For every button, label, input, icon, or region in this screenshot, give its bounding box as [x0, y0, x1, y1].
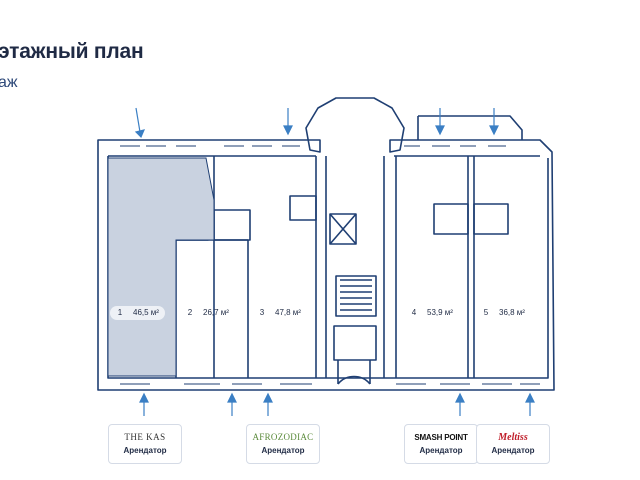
entrance-arrow-bottom-4	[455, 392, 465, 416]
tenant-logo: SMASH POINT	[414, 433, 468, 442]
tenant-logo: Meltiss	[498, 432, 528, 443]
tenant-role: Арендатор	[491, 446, 535, 455]
tenant-role: Арендатор	[261, 446, 305, 455]
entrance-arrow-bottom-3	[263, 392, 273, 416]
bathroom-c	[289, 195, 317, 221]
bathroom-a	[213, 209, 251, 241]
tenant-role: Арендатор	[123, 446, 167, 455]
tenant-logo: AFROZODIAC	[252, 432, 314, 442]
tenant-role: Арендатор	[419, 446, 463, 455]
entrance-arrow-top-3	[435, 108, 445, 136]
outer-wall	[97, 97, 555, 391]
tenant-card-the-kas[interactable]: THE KAS Арендатор	[108, 424, 182, 464]
divider-3-core	[315, 156, 327, 378]
entrance-arrow-bottom-5	[525, 392, 535, 416]
entrance-arrow-top-2	[283, 108, 293, 136]
tenant-card-meltiss[interactable]: Meltiss Арендатор	[476, 424, 550, 464]
tenant-card-afrozodiac[interactable]: AFROZODIAC Арендатор	[246, 424, 320, 464]
entrance-arrow-bottom-1	[139, 392, 149, 416]
tenant-card-smash-point[interactable]: SMASH POINT Арендатор	[404, 424, 478, 464]
entrance-arrow-top-4	[489, 108, 499, 136]
vestibule	[333, 325, 377, 361]
bathroom-e	[473, 203, 509, 235]
divider-core-4	[383, 156, 397, 378]
bathroom-d	[433, 203, 469, 235]
divider-4-5	[467, 156, 475, 378]
floor-subtitle: аж	[0, 74, 18, 91]
entrance-arrow-top-1	[134, 107, 146, 139]
room-1-highlight	[107, 157, 215, 377]
elevator	[329, 213, 357, 245]
page-title: этажный план	[0, 40, 144, 63]
balcony	[417, 115, 523, 140]
stairs	[335, 275, 377, 317]
tenant-logo: THE KAS	[124, 432, 166, 442]
entrance-arrow-bottom-2	[227, 392, 237, 416]
